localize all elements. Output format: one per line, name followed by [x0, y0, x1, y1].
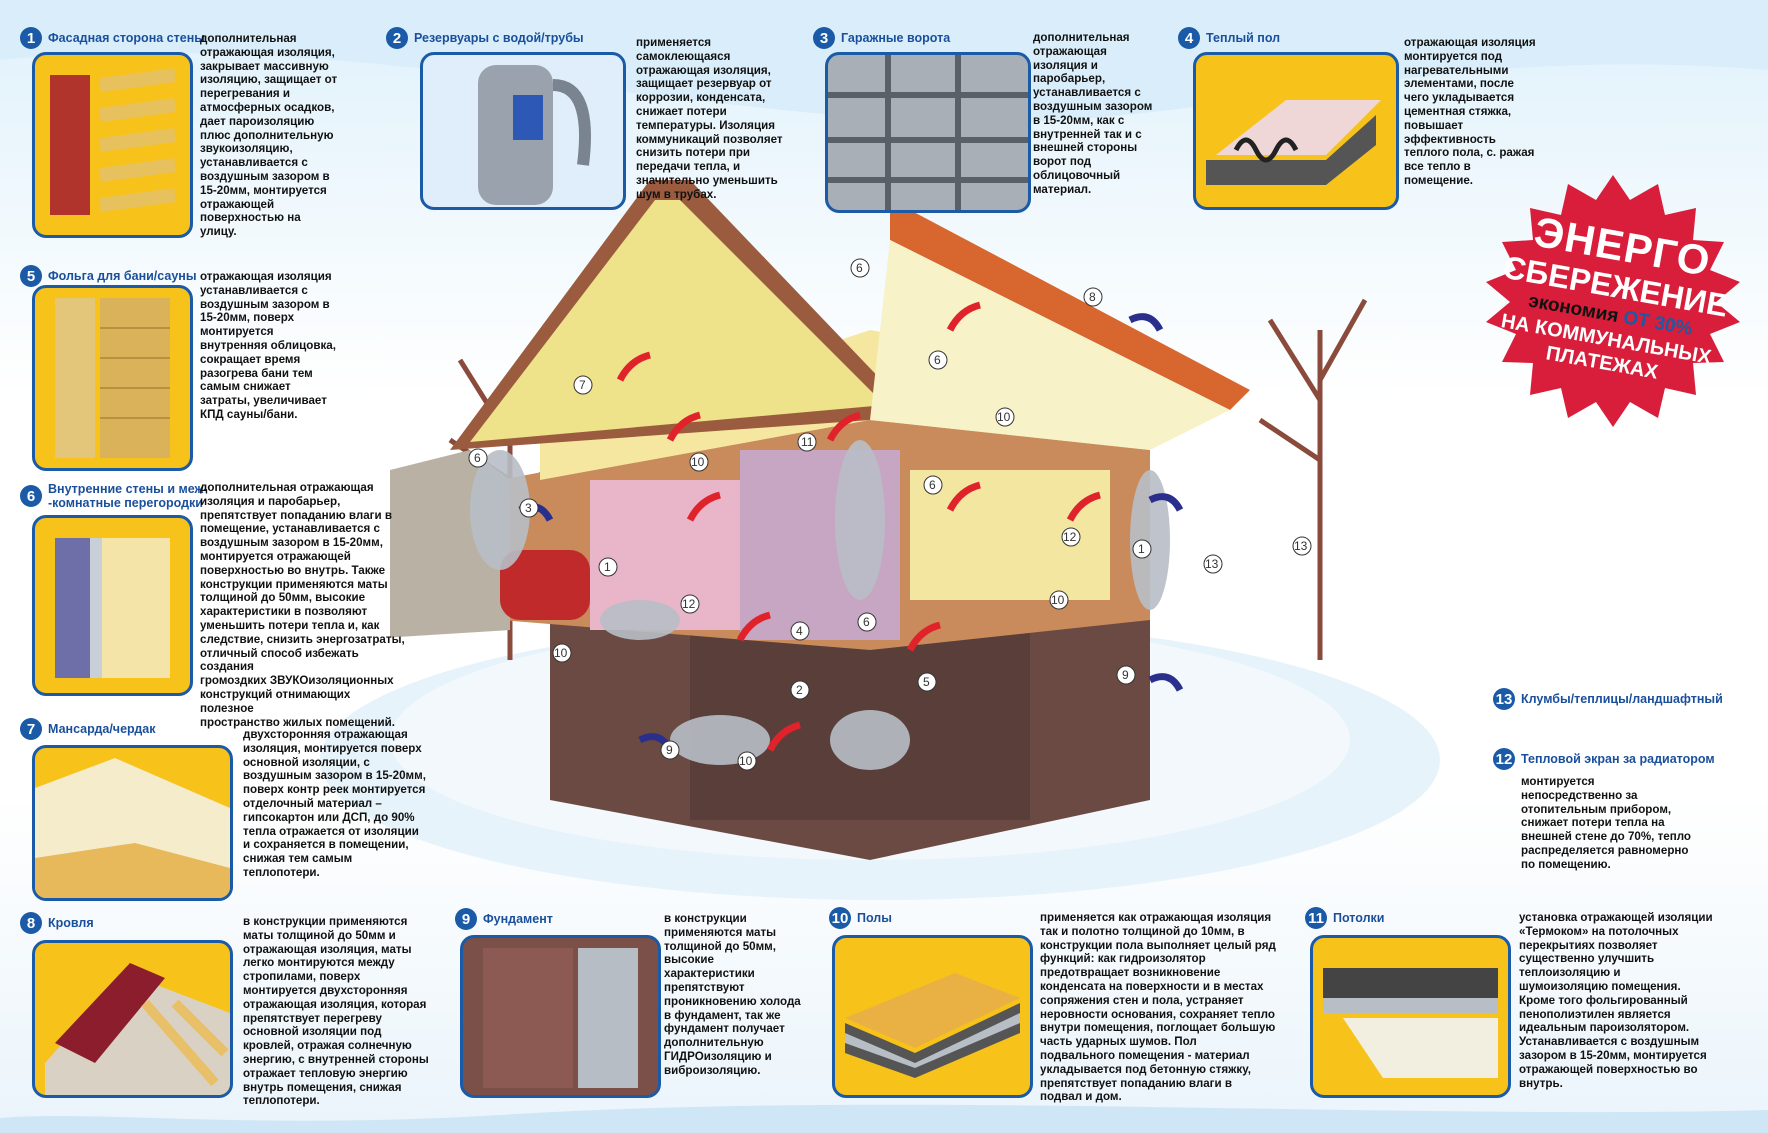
- section-7-text: двухсторонняя отражающая изоляция, монти…: [243, 728, 426, 879]
- section-6-number: 6: [20, 485, 42, 507]
- section-3-title: Гаражные ворота: [841, 31, 951, 45]
- section-13-header: 13 Клумбы/теплицы/ландшафтный: [1493, 688, 1723, 710]
- section-6-title: Внутренние стены и меж- -комнатные перег…: [48, 482, 208, 510]
- callout-3: 3: [525, 501, 532, 515]
- callout-10b: 10: [691, 455, 705, 469]
- callout-6d: 6: [929, 478, 936, 492]
- callout-6e: 6: [863, 615, 870, 629]
- section-11-text: установка отражающей изоляции «Термоком»…: [1519, 911, 1713, 1090]
- callout-12b: 12: [682, 597, 696, 611]
- section-5-text: отражающая изоляция устанавливается с во…: [200, 270, 336, 421]
- section-7-image: [32, 745, 233, 901]
- section-12-header: 12 Тепловой экран за радиатором: [1493, 748, 1715, 770]
- section-11-image: [1310, 935, 1511, 1098]
- section-1-image: [32, 52, 193, 238]
- callout-4: 4: [796, 624, 803, 638]
- section-2-number: 2: [386, 27, 408, 49]
- section-8-title: Кровля: [48, 916, 94, 930]
- section-1-text: дополнительная отражающая изоляция, закр…: [200, 32, 338, 239]
- section-5-title: Фольга для бани/сауны: [48, 269, 197, 283]
- section-5-header: 5 Фольга для бани/сауны: [20, 265, 197, 287]
- starburst-shape: [1486, 175, 1740, 427]
- callout-9a: 9: [1122, 668, 1129, 682]
- section-6-header: 6 Внутренние стены и меж- -комнатные пер…: [20, 482, 208, 510]
- section-11-title: Потолки: [1333, 911, 1385, 925]
- section-4-header: 4 Теплый пол: [1178, 27, 1280, 49]
- section-9-number: 9: [455, 908, 477, 930]
- section-4-title: Теплый пол: [1206, 31, 1281, 45]
- section-8-number: 8: [20, 912, 42, 934]
- section-4-number: 4: [1178, 27, 1200, 49]
- section-2-title: Резервуары с водой/трубы: [414, 31, 584, 45]
- callout-1a: 1: [1138, 542, 1145, 556]
- callout-13b: 13: [1205, 557, 1219, 571]
- callout-10d: 10: [554, 646, 568, 660]
- callout-2: 2: [796, 683, 803, 697]
- callout-13a: 13: [1294, 539, 1308, 553]
- section-4-image: [1193, 52, 1399, 210]
- section-2-text: применяется самоклеющаяся отражающая изо…: [636, 36, 783, 201]
- callout-6a: 6: [856, 261, 863, 275]
- section-4-text: отражающая изоляция монтируется под нагр…: [1404, 36, 1536, 187]
- callout-11: 11: [801, 435, 814, 449]
- callout-6b: 6: [934, 353, 941, 367]
- section-8-header: 8 Кровля: [20, 912, 94, 934]
- section-3-number: 3: [813, 27, 835, 49]
- section-9-text: в конструкции применяются маты толщиной …: [664, 912, 801, 1077]
- section-12-number: 12: [1493, 748, 1515, 770]
- section-12-title: Тепловой экран за радиатором: [1521, 752, 1715, 766]
- callout-10e: 10: [739, 754, 753, 768]
- section-12-text: монтируется непосредственно за отопитель…: [1521, 775, 1692, 871]
- section-6-image: [32, 515, 193, 696]
- section-3-text: дополнительная отражающая изоляция и пар…: [1033, 31, 1153, 196]
- section-11-header: 11 Потолки: [1305, 907, 1384, 929]
- section-6-text: дополнительная отражающая изоляция и пар…: [200, 481, 405, 729]
- callout-12a: 12: [1063, 530, 1077, 544]
- section-3-header: 3 Гаражные ворота: [813, 27, 950, 49]
- section-2-image: [420, 52, 626, 210]
- callout-markers: 6 6 7 8 6 10 11 10 6 3 1 12 4 6 12 1 13 …: [468, 258, 1312, 771]
- callout-1b: 1: [604, 560, 611, 574]
- section-10-header: 10 Полы: [829, 907, 892, 929]
- section-2-header: 2 Резервуары с водой/трубы: [386, 27, 584, 49]
- section-7-header: 7 Мансарда/чердак: [20, 718, 155, 740]
- callout-10a: 10: [997, 410, 1011, 424]
- section-11-number: 11: [1305, 907, 1327, 929]
- callout-9b: 9: [666, 743, 673, 757]
- section-1-header: 1 Фасадная сторона стены: [20, 27, 205, 49]
- warm-arrows: [616, 301, 1101, 752]
- tree-right: [1258, 298, 1368, 660]
- section-9-title: Фундамент: [483, 912, 553, 926]
- house-illustration: 6 6 7 8 6 10 11 10 6 3 1 12 4 6 12 1 13 …: [390, 180, 1380, 900]
- callout-6c: 6: [474, 451, 481, 465]
- section-8-text: в конструкции применяются маты толщиной …: [243, 915, 429, 1108]
- section-7-number: 7: [20, 718, 42, 740]
- section-13-number: 13: [1493, 688, 1515, 710]
- section-10-title: Полы: [857, 911, 892, 925]
- section-9-image: [460, 935, 661, 1098]
- section-10-image: [832, 935, 1033, 1098]
- callout-5: 5: [923, 675, 930, 689]
- section-3-image: [825, 52, 1031, 213]
- section-5-image: [32, 285, 193, 471]
- section-7-title: Мансарда/чердак: [48, 722, 156, 736]
- foil-insulation: [470, 440, 1170, 770]
- section-13-title: Клумбы/теплицы/ландшафтный: [1521, 692, 1723, 706]
- callout-7: 7: [579, 378, 586, 392]
- section-9-header: 9 Фундамент: [455, 908, 553, 930]
- section-1-title: Фасадная сторона стены: [48, 31, 205, 45]
- energy-saving-badge: ЭНЕРГО СБЕРЕЖЕНИЕ экономия ОТ 30% НА КОМ…: [1458, 170, 1768, 430]
- section-1-number: 1: [20, 27, 42, 49]
- section-10-number: 10: [829, 907, 851, 929]
- callout-10c: 10: [1051, 593, 1065, 607]
- section-10-text: применяется как отражающая изоляция так …: [1040, 911, 1276, 1104]
- callout-8: 8: [1089, 290, 1096, 304]
- section-5-number: 5: [20, 265, 42, 287]
- section-8-image: [32, 940, 233, 1098]
